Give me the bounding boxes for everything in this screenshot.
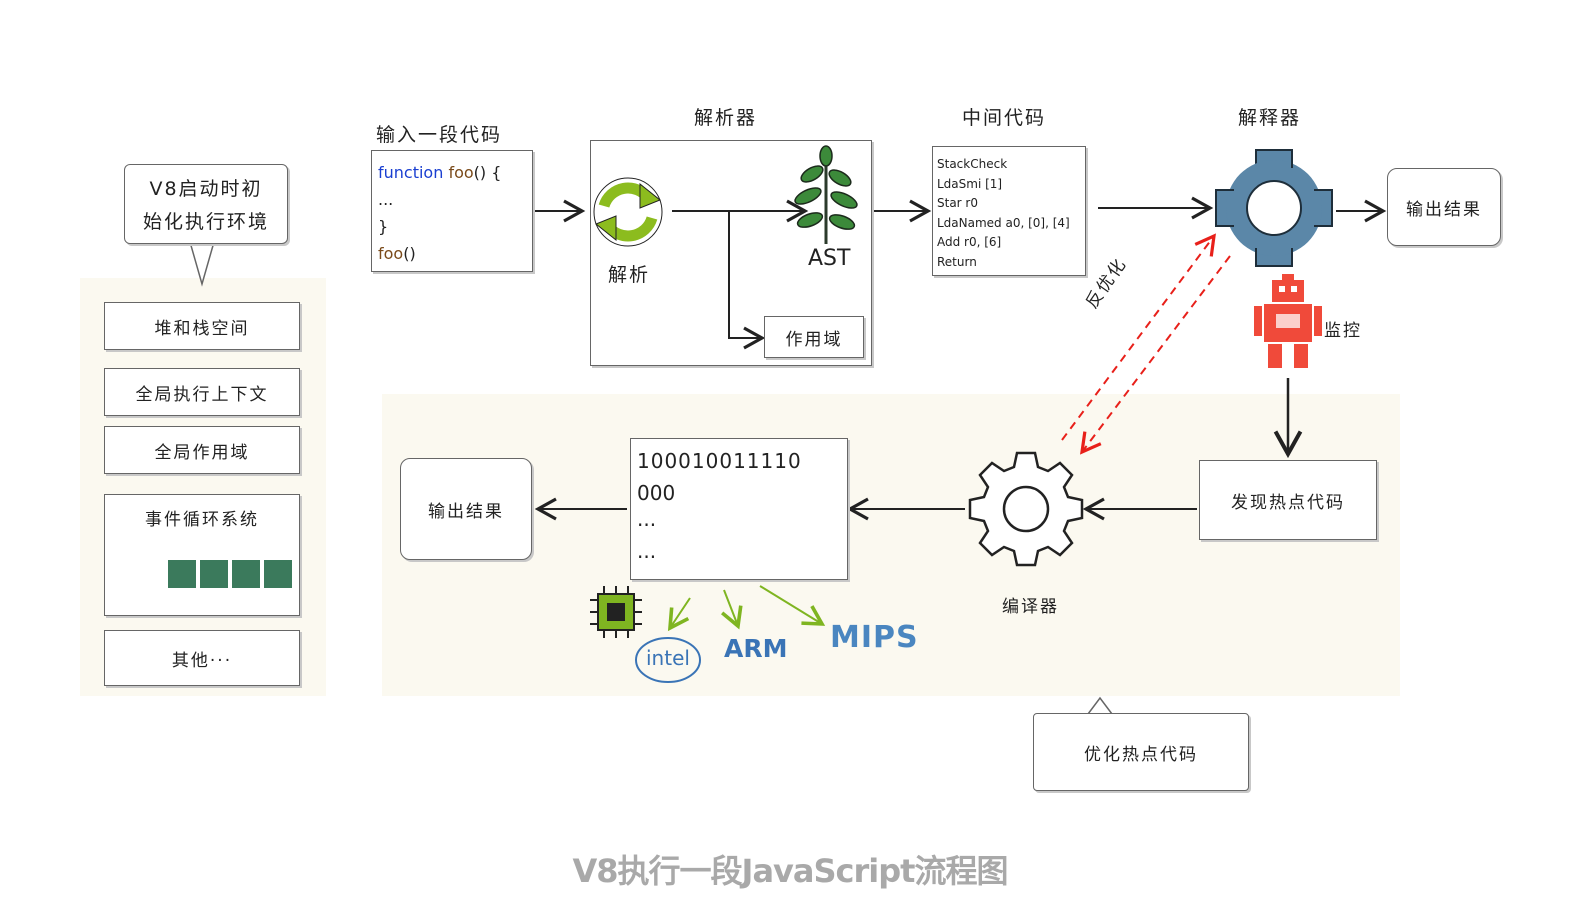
event-loop-box: 事件循环系统 <box>104 494 300 616</box>
arrow-to-intel <box>667 597 691 632</box>
parser-box <box>590 140 872 366</box>
compile-pipeline-panel <box>382 394 1400 696</box>
event-queue-slot <box>264 560 292 588</box>
event-queue-slot <box>168 560 196 588</box>
intel-logo: intel <box>646 646 690 670</box>
init-env-line1: V8启动时初 <box>149 178 263 200</box>
bytecode-line: LdaNamed a0, [0], [4] <box>937 215 1070 230</box>
scope-box: 作用域 <box>764 316 864 358</box>
init-env-callout: V8启动时初 始化执行环境 <box>124 164 288 244</box>
compiler-output-box: 输出结果 <box>400 458 532 560</box>
bytecode-line: Return <box>937 254 977 269</box>
arm-logo: ARM <box>724 634 788 663</box>
event-queue-slot <box>200 560 228 588</box>
tree-icon <box>794 145 858 244</box>
machine-code-line: ··· <box>637 545 657 569</box>
bytecode-line: Star r0 <box>937 196 978 211</box>
event-loop-label: 事件循环系统 <box>145 510 259 530</box>
ast-label: AST <box>808 246 851 271</box>
global-scope-box: 全局作用域 <box>104 426 300 474</box>
input-code-box: function foo() { ... } foo() <box>371 150 533 272</box>
event-queue-slot <box>232 560 260 588</box>
chip-icon <box>590 586 642 638</box>
parse-label: 解析 <box>608 264 651 286</box>
arrow-to-arm <box>721 589 743 630</box>
init-env-line2: 始化执行环境 <box>142 211 269 233</box>
callout-pointer <box>189 241 215 287</box>
hot-code-box: 发现热点代码 <box>1199 460 1377 540</box>
interpreter-gear-icon <box>1215 149 1333 267</box>
global-context-box: 全局执行上下文 <box>104 368 300 416</box>
intel-logo-ring <box>635 637 701 683</box>
code-line-4: foo() <box>378 244 416 263</box>
compiler-gear-icon <box>968 451 1084 567</box>
machine-code-line: 000 <box>637 481 676 505</box>
heap-stack-box: 堆和栈空间 <box>104 302 300 350</box>
interpreter-output-box: 输出结果 <box>1387 168 1501 246</box>
deopt-arrow-up <box>1061 233 1216 441</box>
refresh-icon <box>593 177 663 247</box>
optimize-hot-code-callout: 优化热点代码 <box>1033 713 1249 791</box>
mips-logo: MIPS <box>830 620 919 655</box>
code-line-1: function foo() { <box>378 163 502 182</box>
parser-title: 解析器 <box>694 107 758 129</box>
compiler-title: 编译器 <box>1002 597 1059 617</box>
monitor-label: 监控 <box>1324 321 1362 341</box>
arrow-to-mips <box>759 585 826 626</box>
input-title: 输入一段代码 <box>376 124 503 146</box>
bytecode-line: LdaSmi [1] <box>937 176 1003 191</box>
other-box: 其他··· <box>104 630 300 686</box>
diagram-caption: V8执行一段JavaScript流程图 <box>572 852 1009 890</box>
callout-pointer-bottom <box>1087 696 1113 715</box>
robot-icon <box>1254 274 1322 368</box>
bytecode-box: StackCheck LdaSmi [1] Star r0 LdaNamed a… <box>932 146 1086 276</box>
machine-code-box: 100010011110 000 ··· ··· <box>630 438 848 580</box>
bytecode-line: StackCheck <box>937 157 1008 171</box>
interpreter-title: 解释器 <box>1238 107 1302 129</box>
arrow-parse-to-scope <box>728 211 766 350</box>
machine-code-line: 100010011110 <box>637 449 802 473</box>
bytecode-title: 中间代码 <box>962 107 1047 129</box>
machine-code-line: ··· <box>637 513 657 537</box>
code-line-3: } <box>378 217 389 236</box>
bytecode-line: Add r0, [6] <box>937 235 1002 250</box>
code-line-2: ... <box>378 190 394 209</box>
